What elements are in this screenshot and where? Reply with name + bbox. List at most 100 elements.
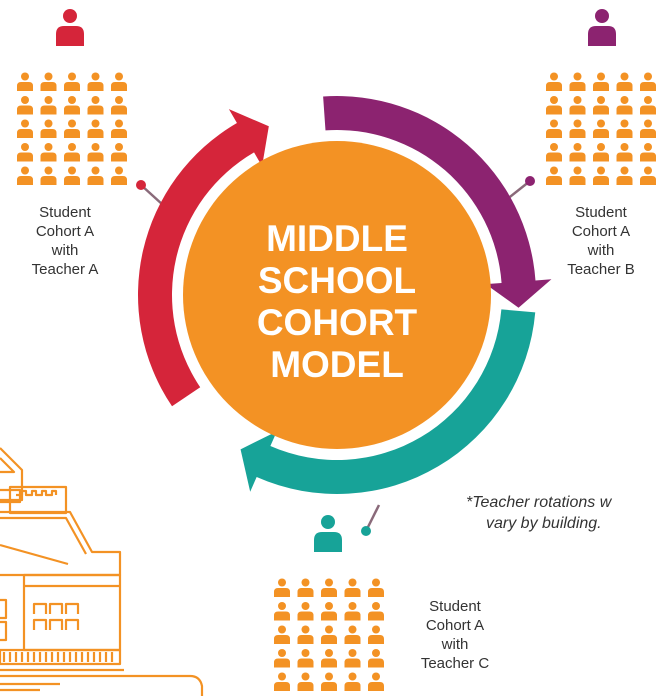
student-icon	[87, 166, 104, 185]
student-icon	[640, 72, 656, 91]
student-icon	[640, 96, 656, 115]
student-icon	[17, 166, 33, 185]
student-icon	[111, 119, 127, 138]
student-icon	[297, 602, 314, 621]
student-grid	[546, 72, 656, 185]
label-line: Cohort A	[35, 223, 95, 240]
student-icon	[616, 96, 633, 115]
student-icon	[368, 578, 384, 597]
title-line: COHORT	[256, 302, 418, 343]
student-icon	[64, 166, 80, 185]
student-icon	[344, 602, 361, 621]
label-line: with	[51, 242, 79, 259]
student-icon	[569, 96, 586, 115]
student-icon	[297, 649, 314, 668]
arrow-teal	[240, 309, 536, 494]
cohort-label-b: Student Cohort A with Teacher B	[548, 203, 654, 279]
student-icon	[274, 649, 290, 668]
student-icon	[87, 143, 104, 162]
student-icon	[297, 625, 314, 644]
student-icon	[344, 625, 361, 644]
student-icon	[368, 649, 384, 668]
note-line: vary by building.	[486, 515, 602, 532]
diagram-title: MIDDLE SCHOOL COHORT MODEL	[232, 218, 442, 386]
label-line: with	[441, 636, 469, 653]
label-line: Teacher C	[420, 655, 490, 672]
student-grid	[17, 72, 127, 185]
label-line: Student	[39, 204, 91, 221]
rotation-note: *Teacher rotations w vary by building.	[466, 492, 665, 534]
student-icon	[640, 119, 656, 138]
label-line: Student	[575, 204, 627, 221]
student-icon	[87, 72, 104, 91]
student-icon	[616, 119, 633, 138]
student-icon	[546, 166, 562, 185]
student-icon	[321, 649, 337, 668]
student-icon	[274, 672, 290, 691]
arrow-purple	[323, 96, 552, 308]
student-icon	[111, 72, 127, 91]
student-icon	[640, 143, 656, 162]
student-grid	[274, 578, 384, 691]
student-icon	[640, 166, 656, 185]
arrow-red	[137, 109, 269, 407]
student-icon	[17, 119, 33, 138]
student-icon	[40, 96, 57, 115]
title-line: MODEL	[270, 344, 404, 385]
student-icon	[40, 143, 57, 162]
student-icon	[616, 72, 633, 91]
label-line: Cohort A	[571, 223, 631, 240]
student-icon	[569, 72, 586, 91]
student-icon	[593, 72, 609, 91]
student-icon	[64, 119, 80, 138]
student-icon	[616, 143, 633, 162]
label-line: Teacher A	[31, 261, 99, 278]
connector-dot-c	[361, 526, 371, 536]
student-icon	[64, 72, 80, 91]
student-icon	[274, 602, 290, 621]
teacher-icon	[588, 9, 616, 46]
student-icon	[368, 672, 384, 691]
connector-dot-b	[525, 176, 535, 186]
student-icon	[87, 119, 104, 138]
student-icon	[593, 166, 609, 185]
student-icon	[297, 672, 314, 691]
student-icon	[297, 578, 314, 597]
label-line: Cohort A	[425, 617, 485, 634]
student-icon	[17, 143, 33, 162]
student-icon	[40, 72, 57, 91]
center-circle	[183, 141, 491, 449]
teacher-icon	[314, 515, 342, 552]
student-icon	[321, 602, 337, 621]
student-icon	[546, 96, 562, 115]
student-icon	[368, 625, 384, 644]
student-icon	[274, 625, 290, 644]
teacher-icon	[56, 9, 84, 46]
student-icon	[344, 578, 361, 597]
student-icon	[593, 143, 609, 162]
student-icon	[111, 166, 127, 185]
student-icon	[87, 96, 104, 115]
title-line: SCHOOL	[257, 260, 417, 301]
label-line: Student	[429, 598, 481, 615]
student-icon	[593, 96, 609, 115]
student-icon	[40, 166, 57, 185]
label-line: with	[587, 242, 615, 259]
cycle-arrow-icon	[137, 96, 552, 494]
school-building-icon	[0, 447, 204, 696]
cohort-label-c: Student Cohort A with Teacher C	[402, 597, 508, 673]
label-line: Teacher B	[567, 261, 635, 278]
student-icon	[111, 96, 127, 115]
student-icon	[546, 119, 562, 138]
student-icon	[344, 649, 361, 668]
student-icon	[321, 578, 337, 597]
student-icon	[344, 672, 361, 691]
student-icon	[40, 119, 57, 138]
student-icon	[64, 143, 80, 162]
cohort-label-a: Student Cohort A with Teacher A	[12, 203, 118, 279]
student-icon	[546, 72, 562, 91]
student-icon	[17, 72, 33, 91]
student-icon	[569, 119, 586, 138]
student-icon	[593, 119, 609, 138]
